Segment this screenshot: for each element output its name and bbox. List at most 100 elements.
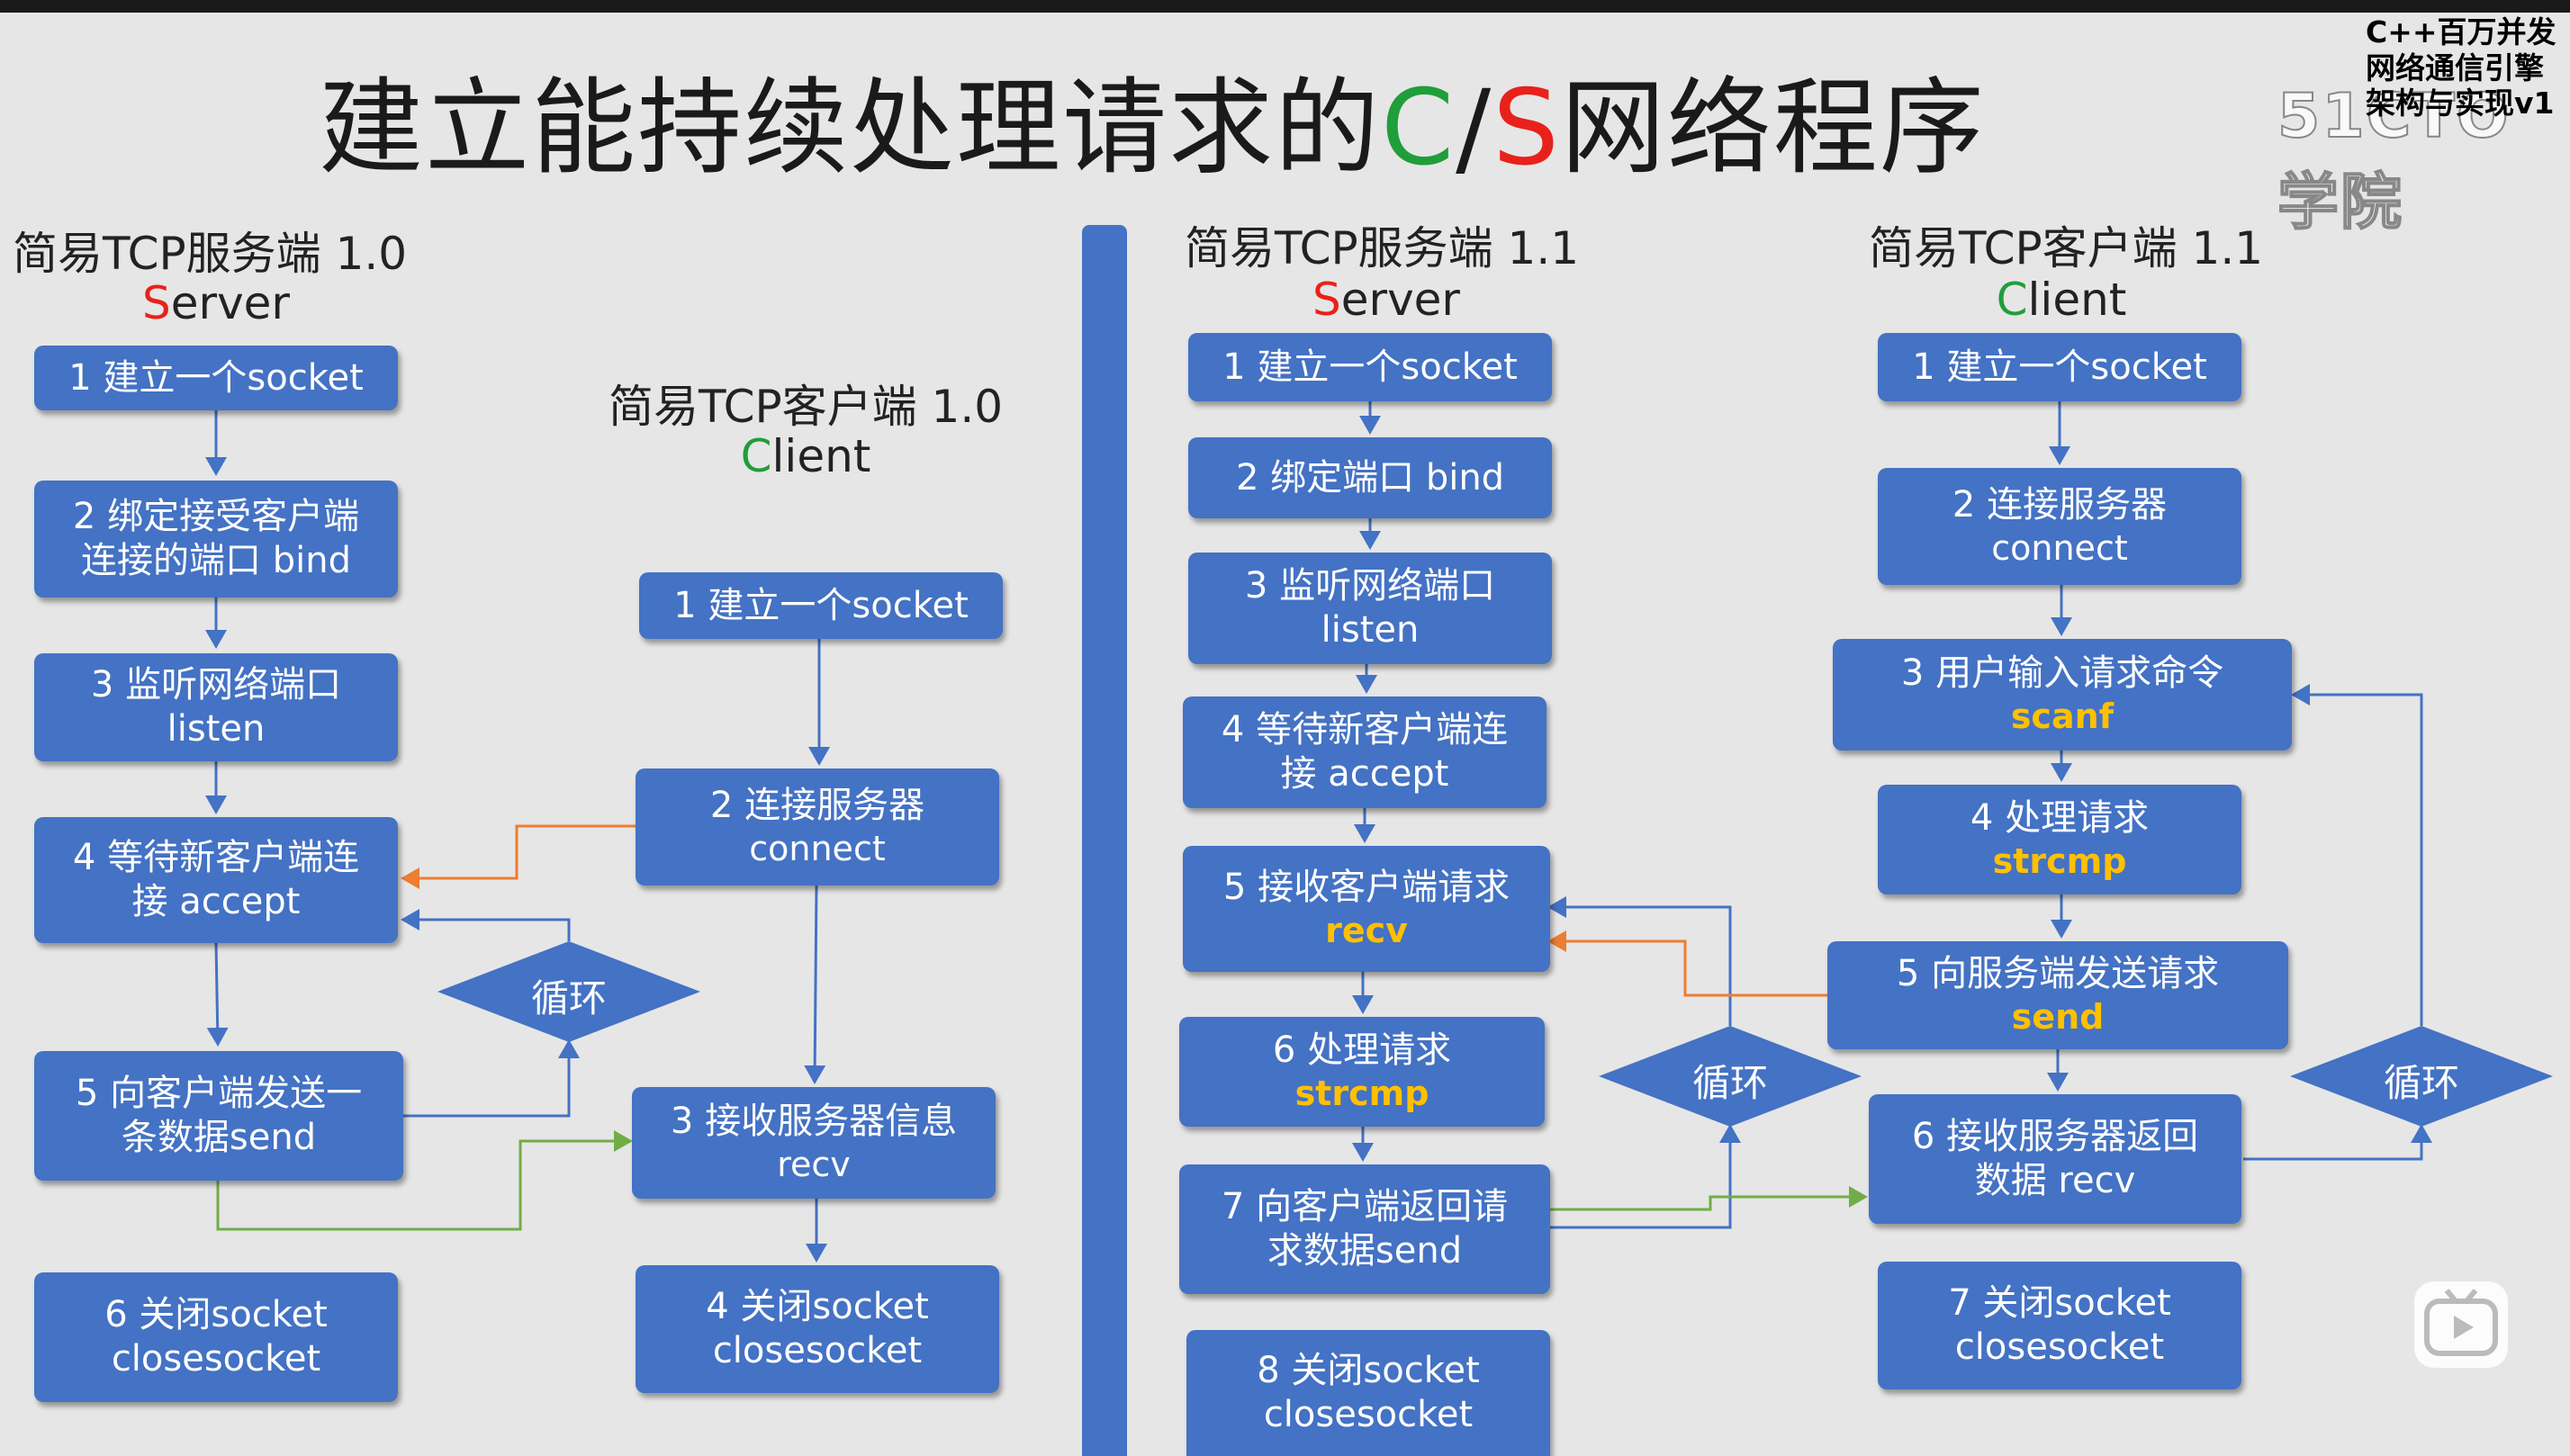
step-text: 7 向客户端返回请 <box>1221 1186 1509 1228</box>
step-keyword: scanf <box>2010 697 2115 737</box>
loop-s11-up <box>1550 1124 1741 1229</box>
step-text: 4 等待新客户端连 <box>72 837 360 879</box>
step-text: 5 向客户端发送一 <box>75 1073 363 1115</box>
sub-initial: C <box>1996 274 2028 326</box>
step-text: 3 监听网络端口 <box>1244 565 1496 607</box>
step-text: 条数据send <box>121 1117 317 1158</box>
loop-label: 循环 <box>530 976 607 1020</box>
server10-header: 简易TCP服务端 1.0 <box>13 228 408 280</box>
step-text: 2 连接服务器 <box>1952 484 2168 526</box>
step-text: 2 绑定接受客户端 <box>72 496 360 538</box>
loop-label: 循环 <box>2383 1061 2459 1105</box>
play-icon <box>2424 1289 2498 1356</box>
step-text: 4 处理请求 <box>1970 797 2150 840</box>
client11-step-1: 1 建立一个socket <box>1878 333 2241 401</box>
loop-c11-up <box>2243 1124 2432 1161</box>
section-divider <box>1082 225 1127 1456</box>
client10-step-1: 1 建立一个socket <box>639 572 1003 639</box>
step-keyword: send <box>2011 997 2105 1038</box>
sub-initial: S <box>1312 274 1341 326</box>
step-text: listen <box>1321 609 1420 651</box>
step-text: 3 监听网络端口 <box>90 664 342 706</box>
server10-step-4: 4 等待新客户端连接 accept <box>34 817 398 943</box>
page-title: 建立能持续处理请求的C/S网络程序 <box>0 43 2304 194</box>
step-text: 6 处理请求 <box>1272 1029 1452 1072</box>
step-text: 接 accept <box>1280 753 1449 795</box>
step-text: closesocket <box>111 1338 321 1380</box>
sub-rest: lient <box>2027 274 2127 326</box>
client10-subheader: Client <box>630 430 981 482</box>
server11-subheader: Server <box>1206 274 1566 326</box>
client11-step-6: 6 接收服务器返回数据 recv <box>1869 1094 2241 1224</box>
server10-step-1: 1 建立一个socket <box>34 346 398 410</box>
loop-diamond-s11 <box>1599 1026 1862 1127</box>
loop-diamond-c11 <box>2290 1026 2553 1127</box>
client11-header: 简易TCP客户端 1.1 <box>1868 222 2264 274</box>
loop-diamond-s10 <box>437 941 700 1042</box>
loop-c11-back <box>2291 684 2423 1026</box>
play-button[interactable] <box>2414 1281 2508 1368</box>
server11-step-2: 2 绑定端口 bind <box>1188 437 1552 518</box>
sub-rest: erver <box>1340 274 1460 326</box>
loop-s10-up <box>403 1039 580 1118</box>
step-text: 1 建立一个socket <box>673 584 969 626</box>
step-text: 3 用户输入请求命令 <box>1900 652 2224 695</box>
step-text: 4 关闭socket <box>706 1286 929 1328</box>
arrow-c10-2-3 <box>804 885 826 1084</box>
step-text: 1 建立一个socket <box>1222 346 1518 388</box>
send-to-recv-client11 <box>1550 1186 1868 1211</box>
title-c-letter: C <box>1381 67 1456 189</box>
step-text: 6 接收服务器返回 <box>1911 1116 2199 1158</box>
step-text: 求数据send <box>1267 1230 1463 1272</box>
step-text: 数据 recv <box>1974 1160 2136 1201</box>
send-to-recv-11 <box>1547 930 1827 997</box>
step-text: 连接的端口 bind <box>81 540 351 581</box>
step-text: 7 关闭socket <box>1948 1282 2171 1325</box>
step-text: closesocket <box>1954 1326 2165 1368</box>
course-brand: C++百万并发 网络通信引擎 架构与实现v1 <box>2366 14 2570 121</box>
title-slash: / <box>1456 67 1493 189</box>
step-keyword: connect <box>749 829 886 869</box>
watermark: 51CTO学院 <box>2277 80 2511 239</box>
step-text: 接 accept <box>131 881 301 922</box>
step-text: listen <box>167 708 266 750</box>
step-text: 8 关闭socket <box>1257 1350 1480 1392</box>
top-bar <box>0 0 2570 13</box>
step-keyword: recv <box>777 1145 851 1185</box>
sub-rest: erver <box>170 277 290 329</box>
title-prefix: 建立能持续处理请求的 <box>319 67 1382 189</box>
step-text: 1 建立一个socket <box>68 356 364 399</box>
server11-step-7: 7 向客户端返回请求数据send <box>1179 1164 1550 1294</box>
loop-s10-back <box>401 909 571 941</box>
step-text: 6 关闭socket <box>104 1294 328 1336</box>
client10-header: 简易TCP客户端 1.0 <box>608 381 1004 433</box>
arrow-s10-4-5 <box>206 942 229 1047</box>
title-suffix: 网络程序 <box>1560 67 1986 189</box>
step-text: closesocket <box>1263 1394 1474 1435</box>
step-text: 2 连接服务器 <box>709 785 925 827</box>
client11-subheader: Client <box>1881 274 2241 326</box>
step-keyword: recv <box>1325 911 1408 951</box>
step-text: 1 建立一个socket <box>1912 346 2207 388</box>
step-text: 5 接收客户端请求 <box>1222 867 1510 909</box>
sub-initial: S <box>142 277 171 329</box>
step-text: 4 等待新客户端连 <box>1221 709 1509 751</box>
connect-to-accept-10 <box>401 824 636 889</box>
title-s-letter: S <box>1492 67 1561 189</box>
brand-line: C++百万并发 <box>2366 14 2556 49</box>
step-text: 2 绑定端口 bind <box>1235 456 1505 499</box>
